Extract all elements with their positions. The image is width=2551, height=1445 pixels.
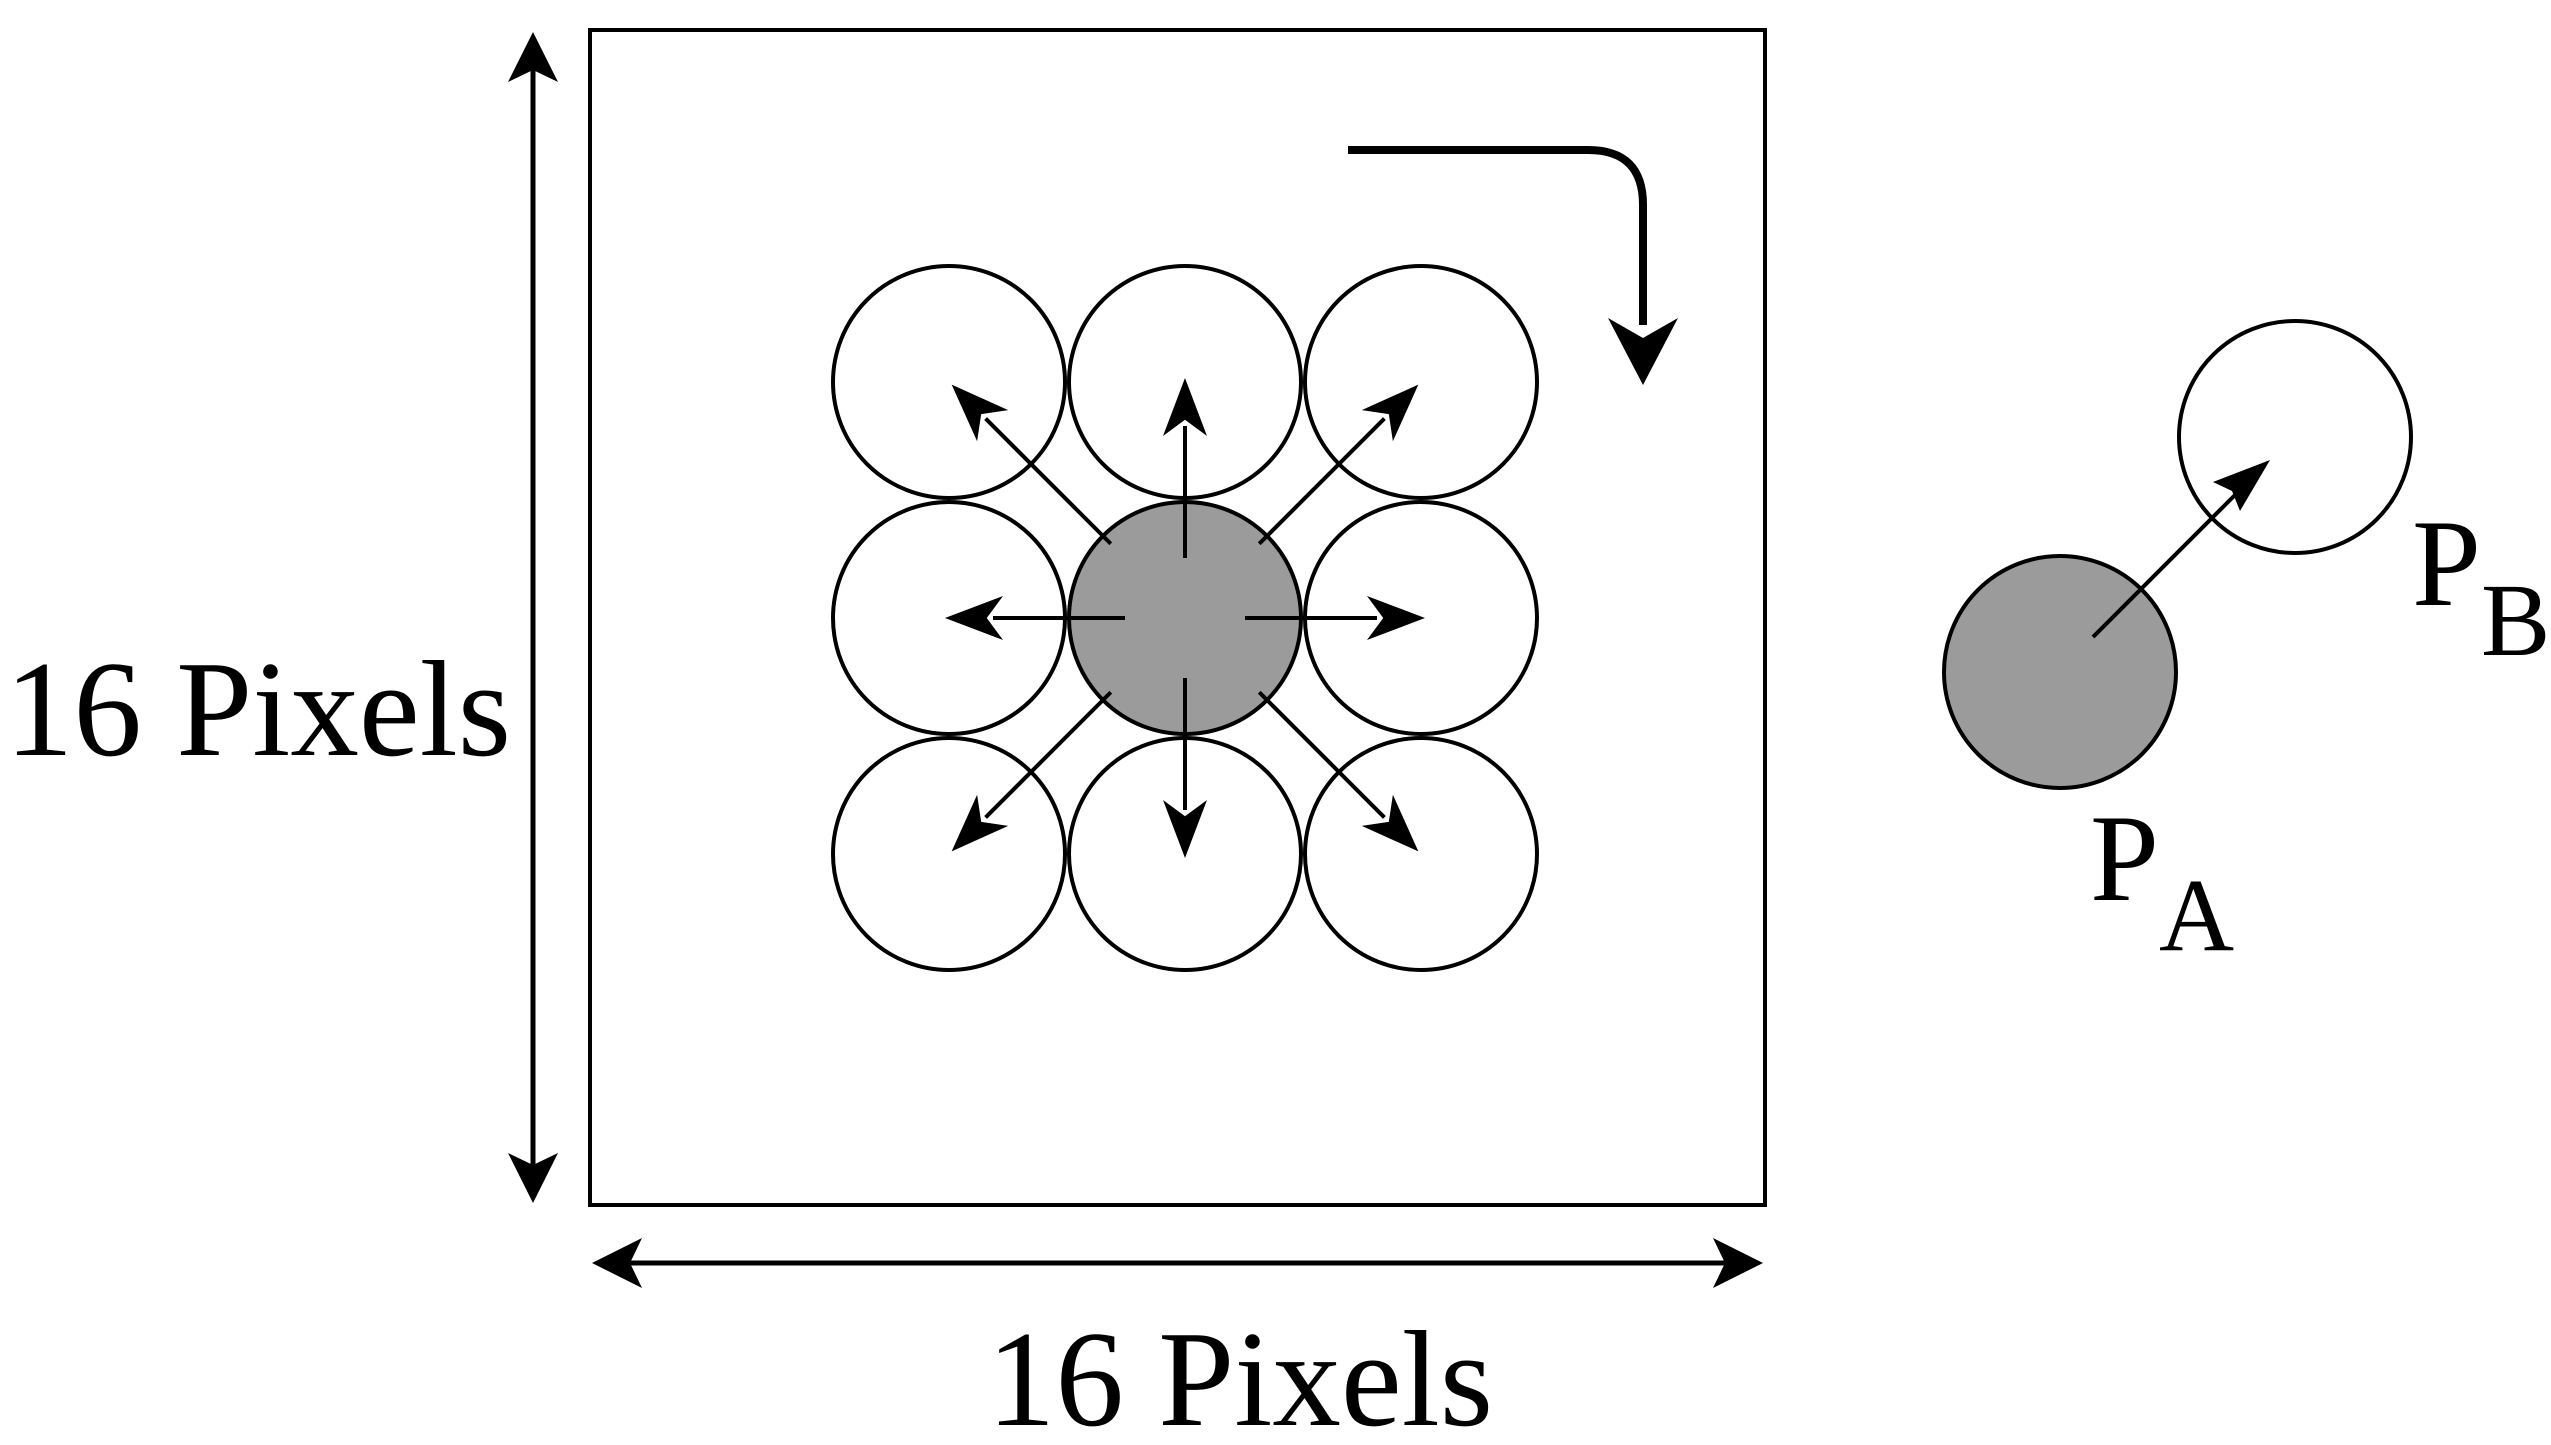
neighbor-top-arrowhead — [1163, 378, 1207, 436]
neighbor-top-right-arrow — [1257, 417, 1386, 546]
width-arrowhead-right — [1713, 1238, 1763, 1288]
neighbor-top-right-arrowhead — [1361, 384, 1419, 442]
width-label: 16 Pixels — [987, 1303, 1493, 1445]
neighbor-arrows — [945, 378, 1425, 858]
pb-label: PB — [2412, 495, 2550, 678]
pa-label: PA — [2090, 790, 2234, 973]
neighbor-top-left-arrowhead — [951, 384, 1009, 442]
neighbor-left-arrowhead — [945, 596, 1003, 640]
width-arrowhead-left — [592, 1238, 642, 1288]
neighbor-bottom-left-arrow — [984, 690, 1113, 819]
neighbor-top-left-arrow — [984, 417, 1113, 546]
neighbor-bottom-arrowhead — [1163, 800, 1207, 858]
scan-direction-arrow — [1348, 146, 1647, 325]
height-arrowhead-bottom — [508, 1153, 558, 1203]
pa-to-pb-arrowhead — [2213, 460, 2270, 511]
scan-direction-arrowhead — [1608, 318, 1678, 385]
neighbor-right-arrowhead — [1367, 596, 1425, 640]
neighbor-bottom-right-arrow — [1257, 690, 1386, 819]
pa-to-pb-arrow — [2091, 483, 2247, 639]
height-arrowhead-top — [508, 32, 558, 82]
neighbor-bottom-right-arrowhead — [1361, 794, 1419, 852]
height-label: 16 Pixels — [5, 633, 511, 785]
neighbor-bottom-left-arrowhead — [951, 794, 1009, 852]
pixel-patch-square — [588, 28, 1767, 1207]
